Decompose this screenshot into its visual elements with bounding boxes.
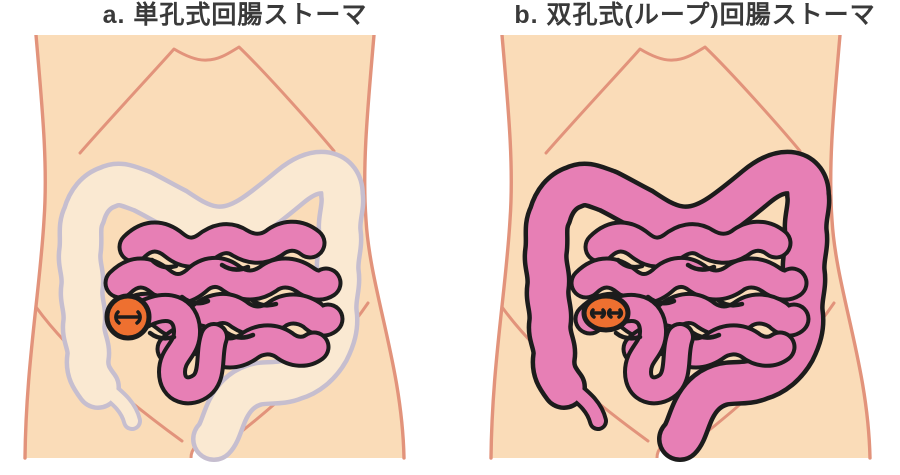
stoma-single-opening — [104, 293, 152, 341]
stoma-double-opening — [581, 293, 631, 333]
abdomen-illustration-loop-ileostomy — [489, 35, 872, 475]
panel-a-title: a. 単孔式回腸ストーマ — [102, 1, 368, 29]
stoma-slit-mark-distal — [606, 308, 624, 319]
stoma-slit-mark — [114, 310, 142, 325]
stoma-slit-mark-proximal — [589, 308, 607, 319]
panel-b-title: b. 双孔式(ループ)回腸ストーマ — [514, 1, 876, 29]
abdomen-illustration-end-ileostomy — [23, 35, 406, 475]
